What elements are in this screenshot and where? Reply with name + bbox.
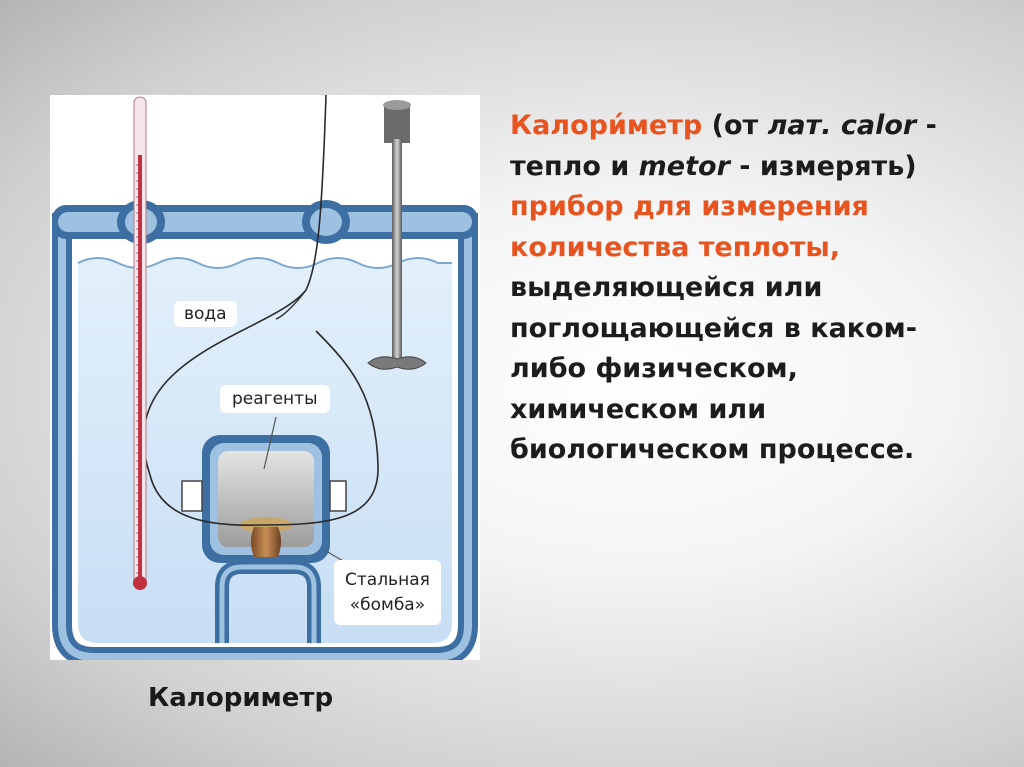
latin-word: лат. calor [767, 110, 917, 141]
definition-line-3: прибор для измерения [510, 191, 869, 222]
term: Калори́метр [510, 110, 703, 141]
steel-bomb-label-line2: «бомба» [349, 594, 426, 615]
bomb-clamp-left [181, 480, 203, 512]
definition-line-7: либо физическом, [510, 353, 798, 384]
definition-line-4: количества теплоты, [510, 231, 841, 263]
definition-line-1: Калори́метр (от лат. calor - [510, 110, 937, 141]
vessel-wall-inner [58, 213, 472, 660]
definition-text: Калори́метр (от лат. calor - тепло и met… [510, 106, 980, 471]
definition-line-5: выделяющейся или [510, 272, 823, 303]
water-label: вода [174, 301, 237, 327]
reagents-label: реагенты [220, 385, 330, 413]
stirrer-handle [384, 105, 410, 143]
steel-bomb-label: Стальная «бомба» [334, 560, 441, 626]
calorimeter-diagram: вода реагенты Стальная «бомба» [50, 95, 480, 660]
thermometer-bulb [133, 576, 147, 590]
stirrer-propeller [367, 356, 427, 370]
thermometer-scale [136, 164, 139, 574]
definition-line-9: биологическом процессе. [510, 434, 915, 465]
reagents-leader [263, 416, 277, 470]
sample-cup [251, 527, 281, 557]
latin-word-metor: metor [638, 150, 730, 182]
definition-line-2: тепло и metor - измерять) [510, 150, 917, 182]
ignition-wire [142, 95, 379, 527]
stirrer-rod [392, 139, 402, 359]
definition-line-8: химическом или [510, 393, 767, 425]
calorimeter-illustration [52, 95, 478, 660]
definition-line-6: поглощающейся в каком- [510, 312, 917, 344]
bomb-clamp-right [329, 480, 347, 512]
steel-bomb-label-line1: Стальная [345, 570, 430, 590]
diagram-caption: Калориметр [148, 683, 334, 713]
